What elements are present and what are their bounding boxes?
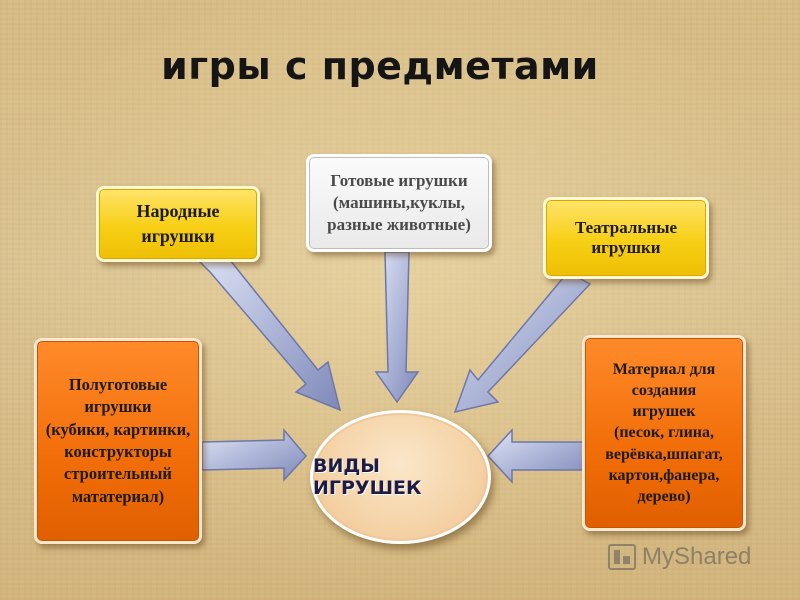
center-ellipse: ВИДЫ ИГРУШЕК xyxy=(310,410,491,544)
arrow-material-to-center xyxy=(486,428,585,484)
arrow-semi-to-center xyxy=(201,427,307,482)
watermark-logo: MyShared xyxy=(608,540,768,574)
box-theatre-toys: Театральные игрушки xyxy=(543,197,709,279)
box-semi-ready-toys: Полуготовые игрушки (кубики, картинки, к… xyxy=(34,338,202,544)
presentation-icon xyxy=(608,544,636,570)
box-toy-materials: Материал для создания игрушек (песок, гл… xyxy=(582,335,746,531)
box-folk-toys: Народные игрушки xyxy=(96,186,260,262)
slide-title: игры с предметами xyxy=(161,44,599,88)
arrow-ready-to-center xyxy=(374,251,420,404)
arrow-folk-to-center xyxy=(198,249,342,412)
arrow-theatre-to-center xyxy=(453,271,592,414)
watermark-text: MyShared xyxy=(642,543,752,570)
box-ready-toys: Готовые игрушки (машины,куклы, разные жи… xyxy=(306,154,492,252)
